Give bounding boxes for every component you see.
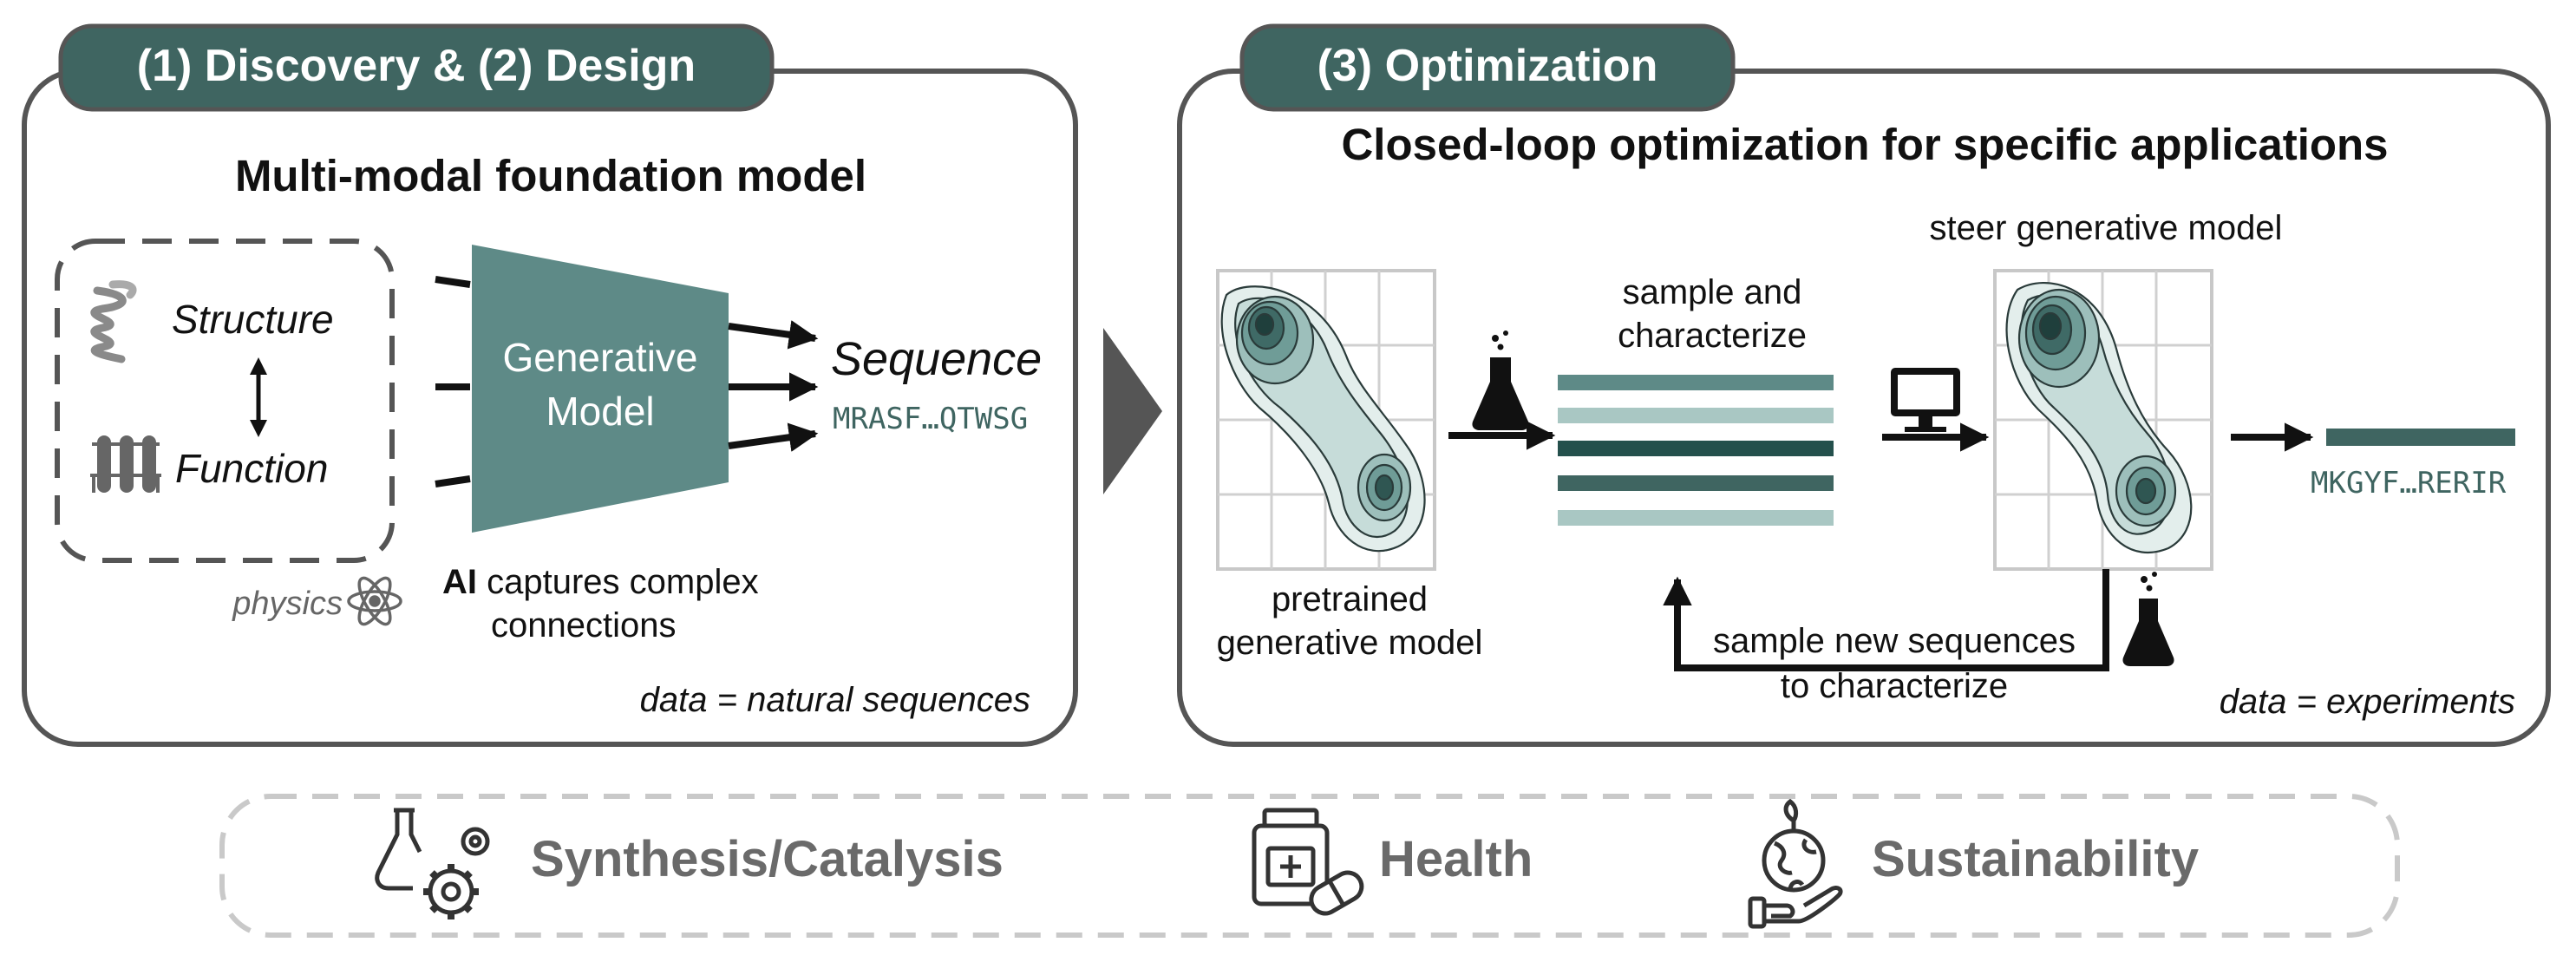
sample-label-line1: sample and [1623, 273, 1802, 311]
sequence-label: Sequence [831, 333, 1042, 385]
flask-icon [1472, 330, 1529, 430]
computer-icon [1891, 368, 1960, 432]
optimized-sequence-bar [2326, 429, 2515, 446]
ai-caption-line1: AI captures complex [442, 563, 759, 601]
right-output-sequence: MKGYF…RERIR [2311, 466, 2507, 501]
right-data-note: data = experiments [2220, 683, 2515, 721]
right-panel-title: Closed-loop optimization for specific ap… [1341, 120, 2388, 169]
structure-label: Structure [172, 297, 334, 342]
characterized-sequence-bars [1558, 375, 1834, 526]
ai-caption-line2: connections [491, 606, 676, 645]
model-label-line2: Model [546, 389, 654, 434]
medicine-bottle-icon [1252, 808, 1364, 916]
panel-transition-arrow [1103, 328, 1162, 494]
feedback-loop-arrow [1663, 569, 2109, 671]
model-output-arrows [728, 320, 819, 452]
generative-model-trapezoid [472, 245, 729, 533]
left-panel-tab [58, 23, 775, 112]
left-tab-label: (1) Discovery & (2) Design [137, 41, 696, 91]
pretrained-label-line1: pretrained [1272, 580, 1428, 618]
model-label-line1: Generative [502, 335, 697, 380]
earth-hand-icon [1748, 798, 1843, 929]
test-tubes-icon [90, 435, 161, 493]
left-panel: (1) Discovery & (2) Design Multi-modal f… [22, 23, 1078, 747]
left-data-note: data = natural sequences [640, 681, 1030, 719]
protein-helix-icon [90, 280, 137, 363]
pretrained-density-plot [1216, 269, 1436, 571]
category-label-sustainability: Sustainability [1872, 831, 2199, 887]
applications-dashed-box [219, 794, 2400, 938]
right-tab-label: (3) Optimization [1317, 41, 1658, 91]
function-label: Function [175, 446, 328, 491]
ai-caption-bold: AI [442, 563, 477, 601]
flask-icon [2122, 572, 2174, 666]
category-label-health: Health [1379, 831, 1533, 887]
steer-label: steer generative model [1930, 209, 2283, 247]
inputs-dashed-box [55, 239, 395, 563]
loop-label-line2: to characterize [1781, 667, 2008, 705]
loop-label-line1: sample new sequences [1713, 622, 2076, 660]
steered-density-plot [1993, 269, 2213, 571]
atom-icon [347, 576, 402, 626]
right-panel-frame [1177, 69, 2551, 747]
model-input-lines [435, 276, 471, 488]
category-label-synthesis: Synthesis/Catalysis [531, 831, 1004, 887]
left-output-sequence: MRASF…QTWSG [833, 402, 1028, 436]
physics-label: physics [232, 586, 343, 622]
pretrained-label-line2: generative model [1217, 624, 1483, 662]
right-panel-tab [1239, 23, 1736, 112]
flask-gears-icon [375, 808, 490, 919]
left-panel-title: Multi-modal foundation model [235, 151, 866, 200]
ai-caption-rest: captures complex [477, 563, 759, 601]
applications-bar: Synthesis/Catalysis Health Sustainabilit… [219, 794, 2400, 938]
right-panel: (3) Optimization Closed-loop optimizatio… [1177, 23, 2551, 747]
sample-label-line2: characterize [1618, 317, 1807, 355]
